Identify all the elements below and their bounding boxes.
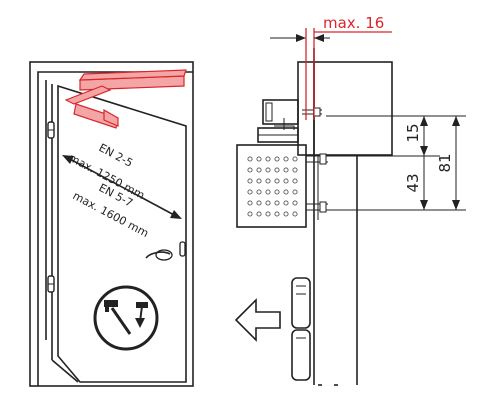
closer-dot	[283, 200, 289, 206]
label-dim-43: 43	[404, 173, 422, 192]
closer-dot	[274, 211, 280, 217]
frame-hinge-lower	[291, 329, 311, 381]
top-mounting-block	[297, 61, 393, 156]
closer-dot	[247, 189, 253, 195]
closer-dot	[247, 167, 253, 173]
dimension-lines	[326, 115, 466, 211]
closer-dot	[283, 189, 289, 195]
closer-dot	[292, 156, 298, 162]
closer-dot	[256, 178, 262, 184]
frame-hinge-upper	[291, 277, 311, 329]
door-closer-body	[78, 69, 187, 91]
closer-dot	[283, 167, 289, 173]
closer-dot	[274, 178, 280, 184]
front-view: EN 2-5 max. 1250 mm EN 5-7 max. 1600 mm	[29, 61, 194, 387]
door-closer-arm	[64, 85, 119, 129]
closer-dot	[256, 167, 262, 173]
door-closer-mounting-icon	[93, 285, 159, 351]
closer-dot	[256, 189, 262, 195]
label-en-2-5: EN 2-5	[97, 141, 135, 170]
door-frame-outer	[29, 61, 194, 387]
dimension-max-16: max. 16	[270, 14, 392, 120]
closer-dot-grid	[247, 156, 298, 217]
closer-dot	[265, 211, 271, 217]
closer-dot	[265, 156, 271, 162]
door-width-arrow	[62, 155, 182, 219]
closer-dot	[247, 200, 253, 206]
closer-dot	[283, 178, 289, 184]
closer-dot	[274, 189, 280, 195]
closer-dot	[274, 200, 280, 206]
closer-dot	[283, 156, 289, 162]
door-handle-icon	[145, 241, 186, 261]
closer-dot	[265, 167, 271, 173]
closer-dot	[247, 211, 253, 217]
screw-lower	[306, 201, 328, 213]
side-view: max. 16 15 43 81	[236, 14, 466, 386]
closer-dot	[265, 178, 271, 184]
closer-dot	[292, 200, 298, 206]
closer-dot	[274, 167, 280, 173]
hinge-icon	[47, 275, 55, 293]
closer-dot	[256, 156, 262, 162]
closer-dot	[292, 189, 298, 195]
closer-dot	[283, 211, 289, 217]
closer-dot	[292, 167, 298, 173]
closer-body-side	[236, 144, 307, 228]
closer-dot	[265, 200, 271, 206]
closer-dot	[265, 189, 271, 195]
door-leaf-edge-bottom	[51, 359, 79, 383]
closer-dot	[292, 178, 298, 184]
label-max-16: max. 16	[323, 14, 384, 32]
arm-shoe	[262, 99, 299, 125]
screw-upper	[306, 153, 328, 165]
label-dim-81: 81	[436, 153, 454, 172]
hinge-icon	[47, 121, 55, 139]
closer-dot	[256, 200, 262, 206]
closer-dot	[247, 156, 253, 162]
label-dim-15: 15	[404, 123, 422, 142]
closer-dot	[256, 211, 262, 217]
closer-dot	[292, 211, 298, 217]
arrow-left-icon	[234, 298, 281, 342]
closer-dot	[274, 156, 280, 162]
closer-dot	[247, 178, 253, 184]
